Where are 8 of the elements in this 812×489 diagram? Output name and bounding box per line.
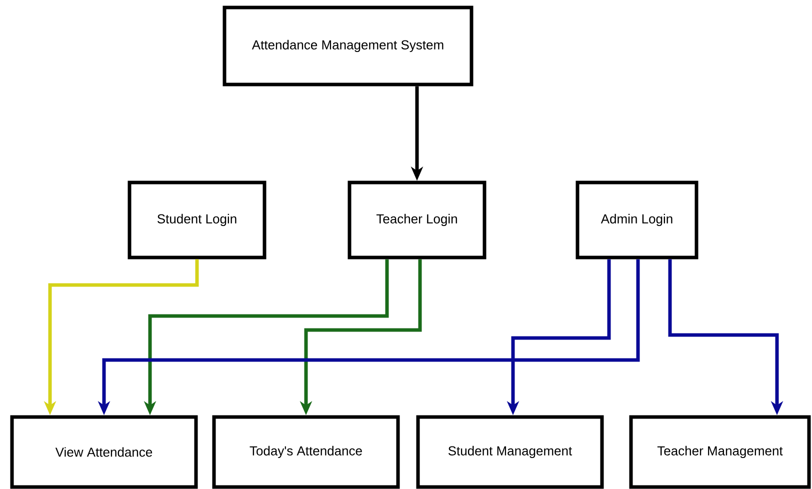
process-box: Today's Attendance	[212, 415, 400, 489]
process-box: Student Login	[128, 180, 266, 260]
process-box: View Attendance	[10, 415, 198, 489]
process-box: Teacher Management	[629, 415, 811, 489]
process-box: Admin Login	[576, 180, 698, 260]
process-box: Teacher Login	[348, 180, 486, 260]
process-box: Student Management	[416, 415, 604, 489]
process-box: Attendance Management System	[222, 6, 474, 86]
